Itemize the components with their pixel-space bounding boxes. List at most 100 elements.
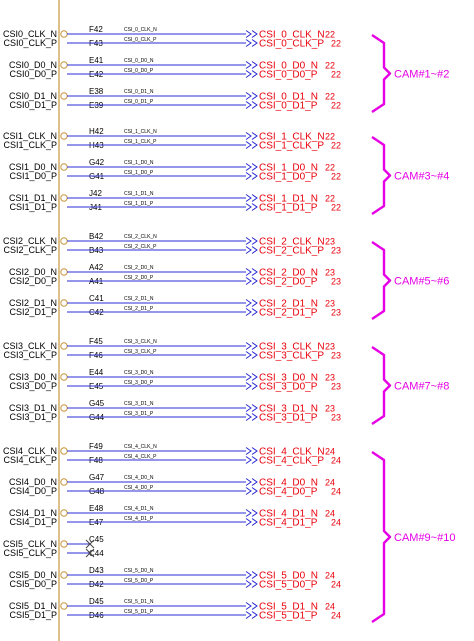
page-ref-n: 22: [325, 163, 335, 173]
net-label-n: CSI_1_CLK_N: [124, 129, 157, 135]
page-ref-p: 22: [331, 141, 341, 151]
port-arrow: [245, 277, 252, 285]
net-label-p: CSI_5_D1_P: [124, 609, 154, 615]
port-arrow: [251, 61, 258, 69]
pin-name-n: CSI1_CLK_N: [3, 131, 57, 141]
page-ref-n: 23: [325, 237, 335, 247]
net-label-p: CSI_1_CLK_P: [124, 139, 157, 145]
net-label-p: CSI_3_CLK_P: [124, 349, 157, 355]
pin-name-p: CSI2_D1_P: [9, 307, 57, 317]
pad-label-n: J42: [89, 189, 102, 198]
port-label-n: CSI_3_D1_N: [259, 404, 318, 415]
signal-rows: CSI0_CLK_NCSI0_CLK_PF42F43CSI_0_CLK_NCSI…: [3, 25, 341, 622]
page-ref-n: 22: [325, 61, 335, 71]
net-label-n: CSI_5_D1_N: [124, 599, 154, 605]
pin-bubble: [60, 61, 68, 69]
port-arrow: [245, 413, 252, 421]
port-arrow: [245, 30, 252, 38]
net-label-n: CSI_4_D1_N: [124, 506, 154, 512]
port-arrow: [251, 101, 258, 109]
pin-name-p: CSI4_D1_P: [9, 517, 57, 527]
pad-label-n: F45: [89, 337, 103, 346]
pin-name-n: CSI2_D1_N: [9, 298, 57, 308]
net-label-p: CSI_1_D1_P: [124, 201, 154, 207]
pin-name-n: CSI0_D0_N: [9, 60, 57, 70]
pin-bubble: [60, 92, 68, 100]
pair-row: CSI2_D0_NCSI2_D0_PA42A41CSI_2_D0_NCSI_2_…: [9, 263, 341, 288]
port-label-n: CSI_0_CLK_N: [259, 30, 325, 41]
pin-name-p: CSI5_D0_P: [9, 579, 57, 589]
pair-row: CSI3_CLK_NCSI3_CLK_PF45F46CSI_3_CLK_NCSI…: [3, 337, 341, 362]
port-label-p: CSI_3_D1_P: [259, 413, 318, 424]
port-label-n: CSI_4_CLK_N: [259, 447, 325, 458]
camera-groups: CAM#1~#2CAM#3~#4CAM#5~#6CAM#7~#8CAM#9~#1…: [371, 34, 455, 623]
port-arrow: [245, 308, 252, 316]
page-ref-n: 22: [325, 132, 335, 142]
port-label-p: CSI_1_CLK_P: [259, 141, 324, 152]
pin-bubble: [60, 163, 68, 171]
pin-name-n: CSI4_CLK_N: [3, 446, 57, 456]
net-label-n: CSI_1_D0_N: [124, 160, 154, 166]
page-ref-n: 23: [325, 404, 335, 414]
camera-group-label: CAM#1~#2: [394, 69, 449, 81]
pin-bubble: [60, 571, 68, 579]
pad-label-n: C45: [89, 535, 104, 544]
page-ref-p: 23: [331, 382, 341, 392]
net-label-p: CSI_3_D0_P: [124, 380, 154, 386]
page-ref-p: 22: [331, 101, 341, 111]
port-label-n: CSI_0_D1_N: [259, 92, 318, 103]
pin-name-p: CSI0_CLK_P: [3, 38, 57, 48]
pair-row: CSI1_D0_NCSI1_D0_PG42G41CSI_1_D0_NCSI_1_…: [9, 158, 341, 183]
pin-name-p: CSI3_CLK_P: [3, 350, 57, 360]
net-label-p: CSI_0_D1_P: [124, 99, 154, 105]
port-label-n: CSI_0_D0_N: [259, 61, 318, 72]
port-arrow: [245, 92, 252, 100]
port-label-p: CSI_4_D0_P: [259, 487, 318, 498]
pair-row: CSI0_D1_NCSI0_D1_PE38E39CSI_0_D1_NCSI_0_…: [9, 87, 341, 112]
port-arrow: [251, 342, 258, 350]
net-label-p: CSI_2_CLK_P: [124, 244, 157, 250]
pin-name-p: CSI3_D0_P: [9, 381, 57, 391]
port-arrow: [251, 132, 258, 140]
port-arrow: [251, 194, 258, 202]
pair-row: CSI1_D1_NCSI1_D1_PJ42J41CSI_1_D1_NCSI_1_…: [9, 189, 341, 214]
pair-row: CSI2_CLK_NCSI2_CLK_PB42B43CSI_2_CLK_NCSI…: [3, 232, 341, 257]
page-ref-p: 24: [331, 580, 341, 590]
pin-bubble: [60, 478, 68, 486]
pin-name-p: CSI2_D0_P: [9, 276, 57, 286]
page-ref-n: 24: [325, 447, 335, 457]
pin-bubble: [60, 342, 68, 350]
pin-name-p: CSI4_D0_P: [9, 486, 57, 496]
pair-row: CSI3_D0_NCSI3_D0_PE44E45CSI_3_D0_NCSI_3_…: [9, 368, 341, 393]
port-arrow: [251, 277, 258, 285]
pair-row: CSI4_D0_NCSI4_D0_PG47G48CSI_4_D0_NCSI_4_…: [9, 473, 341, 498]
page-ref-p: 22: [331, 203, 341, 213]
pin-name-n: CSI0_CLK_N: [3, 29, 57, 39]
page-ref-p: 23: [331, 308, 341, 318]
port-arrow: [245, 194, 252, 202]
pin-bubble: [60, 30, 68, 38]
port-label-p: CSI_0_D1_P: [259, 101, 318, 112]
pin-name-p: CSI1_D0_P: [9, 171, 57, 181]
page-ref-n: 23: [325, 268, 335, 278]
page-ref-n: 22: [325, 30, 335, 40]
port-label-n: CSI_1_D1_N: [259, 194, 318, 205]
port-label-p: CSI_1_D0_P: [259, 172, 318, 183]
pad-label-n: E38: [89, 87, 104, 96]
port-arrow: [251, 351, 258, 359]
pin-name-p: CSI1_CLK_P: [3, 140, 57, 150]
port-label-n: CSI_2_CLK_N: [259, 237, 325, 248]
pin-name-n: CSI2_CLK_N: [3, 236, 57, 246]
port-arrow: [251, 172, 258, 180]
port-label-n: CSI_1_CLK_N: [259, 132, 325, 143]
port-arrow: [251, 373, 258, 381]
page-ref-p: 24: [331, 487, 341, 497]
port-label-n: CSI_4_D1_N: [259, 509, 318, 520]
port-label-p: CSI_5_D0_P: [259, 580, 318, 591]
net-label-n: CSI_3_D1_N: [124, 401, 154, 407]
pin-name-n: CSI5_CLK_N: [3, 539, 57, 549]
port-label-n: CSI_5_D1_N: [259, 602, 318, 613]
net-label-n: CSI_3_CLK_N: [124, 339, 157, 345]
